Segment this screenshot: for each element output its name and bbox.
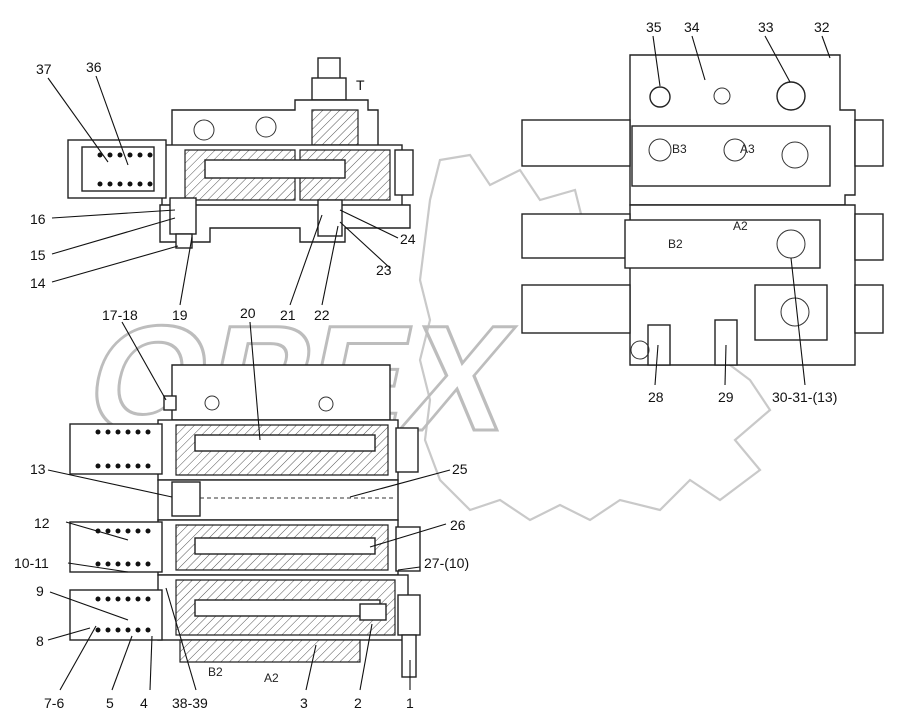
callout-1: 1 [406,695,414,711]
hatched-base [179,639,361,663]
end-cap-right [854,119,884,167]
callout-15: 15 [30,247,46,263]
callout-27-10: 27-(10) [424,555,469,571]
callout-23: 23 [376,262,392,278]
flange-plate-mid [624,219,821,269]
bolt-1 [401,634,417,678]
bottom-housing-top [171,364,391,421]
port-label-a2: A2 [264,671,279,685]
bolt-33 [776,81,806,111]
leader-lines [47,35,831,691]
callout-36: 36 [86,59,102,75]
spool [204,159,346,179]
spring-cap-mid [521,213,631,259]
callout-32: 32 [814,19,830,35]
end-cap-right [854,213,884,261]
check-valve-plug [175,233,193,249]
callout-12: 12 [34,515,50,531]
port-circle [781,141,809,169]
callout-35: 35 [646,19,662,35]
port-label-a2-right: A2 [733,219,748,233]
callout-16: 16 [30,211,46,227]
callout-24: 24 [400,231,416,247]
callout-29: 29 [718,389,734,405]
port-b3 [648,138,672,162]
spring-cap-top [521,119,631,167]
spool [194,537,376,555]
callout-28: 28 [648,389,664,405]
end-cap [395,526,421,572]
callout-30-31-13: 30-31-(13) [772,389,837,405]
end-cap-1 [397,594,421,636]
callout-17-18: 17-18 [102,307,138,323]
spring-coils [95,596,151,633]
bolt-head [204,395,220,411]
hatched-section [311,109,359,146]
bolt-35 [649,86,671,108]
fitting-28 [647,324,671,366]
callout-9: 9 [36,583,44,599]
end-cap [395,427,419,473]
callout-20: 20 [240,305,256,321]
bolt-head [630,340,650,360]
callout-13: 13 [30,461,46,477]
port-label-t: T [356,77,365,93]
callout-26: 26 [450,517,466,533]
end-cap [394,149,414,196]
check-valve-left [169,197,197,235]
spool-end-2 [359,603,387,621]
callout-14: 14 [30,275,46,291]
port-a3 [723,138,747,162]
port-label-b3: B3 [672,142,687,156]
callout-25: 25 [452,461,468,477]
port-label-a3: A3 [740,142,755,156]
bolt-head [255,116,277,138]
watermark-gear-outline [418,153,772,522]
flange-plate-top [631,125,831,187]
bolt-head [193,119,215,141]
top-section-view: T [67,57,414,249]
spring-cap-low [521,284,631,334]
port-label-b2-right: B2 [668,237,683,251]
spool-20 [194,434,376,452]
plug-17-18 [163,395,177,411]
callout-8: 8 [36,633,44,649]
callout-37: 37 [36,61,52,77]
callout-38-39: 38-39 [172,695,208,711]
end-cap-right [854,284,884,334]
external-view: B3 A3 B2 A2 [521,54,884,366]
check-valve-13 [171,481,201,517]
port-label-b2: B2 [208,665,223,679]
callout-7-6: 7-6 [44,695,64,711]
callout-22: 22 [314,307,330,323]
callout-34: 34 [684,19,700,35]
t-port-nut [311,77,347,101]
bottom-section-view: B2 A2 [69,364,421,685]
callout-4: 4 [140,695,148,711]
callout-3: 3 [300,695,308,711]
callout-labels: 37 36 16 15 14 19 21 22 24 23 17-18 20 1… [14,19,837,711]
spring-coils [95,429,151,469]
spool-3 [194,599,381,617]
bolt-head [318,396,334,412]
bolt-head [713,87,731,105]
spring-coils [95,528,151,567]
callout-21: 21 [280,307,296,323]
callout-33: 33 [758,19,774,35]
callout-19: 19 [172,307,188,323]
callout-5: 5 [106,695,114,711]
valve-body-lower [159,204,411,243]
check-valve-right [317,199,343,237]
callout-2: 2 [354,695,362,711]
flange-plate-low [754,284,828,341]
callout-10-11: 10-11 [14,555,49,571]
spring-coils [97,152,153,187]
